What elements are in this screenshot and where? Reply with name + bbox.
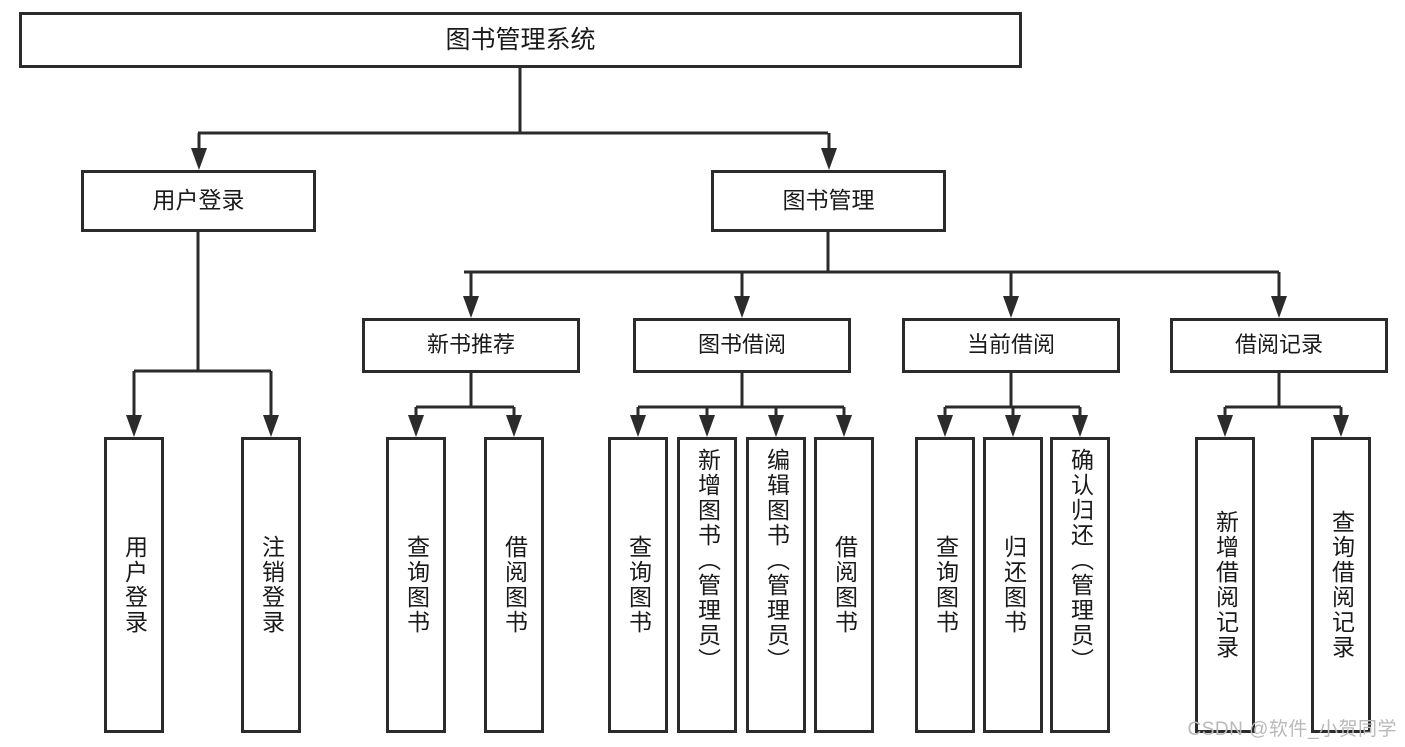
node-user-login[interactable]: 用户登录 — [81, 170, 316, 232]
node-leaf-edit-book-admin[interactable]: 编辑图书（管理员） — [746, 437, 806, 733]
node-leaf-query-book-2[interactable]: 查询图书 — [608, 437, 668, 733]
node-root[interactable]: 图书管理系统 — [19, 12, 1022, 68]
node-leaf-borrow-book-1[interactable]: 借阅图书 — [484, 437, 544, 733]
conn-userlogin-to-leaves-arrow-leaf-user-logout — [263, 415, 279, 437]
conn-userlogin-to-leaves-arrow-leaf-user-login — [126, 415, 142, 437]
node-leaf-query-book-3[interactable]: 查询图书 — [915, 437, 975, 733]
node-book-borrow[interactable]: 图书借阅 — [633, 318, 851, 373]
node-leaf-user-logout[interactable]: 注销登录 — [241, 437, 301, 733]
node-label-leaf-query-book-2: 查询图书 — [625, 535, 652, 635]
conn-bookmgmt-to-level2-arrow-borrow-record — [1271, 296, 1287, 318]
node-label-leaf-query-borrow-record: 查询借阅记录 — [1328, 510, 1355, 660]
conn-current-to-leaves-arrow-leaf-return-book — [1005, 415, 1021, 437]
node-label-root: 图书管理系统 — [445, 26, 596, 54]
node-borrow-record[interactable]: 借阅记录 — [1170, 318, 1388, 373]
node-label-leaf-add-book-admin: 新增图书（管理员） — [694, 448, 721, 673]
node-leaf-query-borrow-record[interactable]: 查询借阅记录 — [1311, 437, 1371, 733]
conn-recommend-to-leaves-arrow-leaf-borrow-book-1 — [506, 415, 522, 437]
conn-current-to-leaves-arrow-leaf-query-book-3 — [937, 415, 953, 437]
node-leaf-add-borrow-record[interactable]: 新增借阅记录 — [1195, 437, 1255, 733]
node-leaf-confirm-return-admin[interactable]: 确认归还（管理员） — [1050, 437, 1110, 733]
conn-root-to-level1-arrow-book-management — [821, 148, 837, 170]
watermark-label: CSDN @软件_小贺同学 — [1187, 719, 1397, 740]
node-new-book-recommend[interactable]: 新书推荐 — [362, 318, 580, 373]
conn-record-to-leaves-arrow-leaf-add-borrow-record — [1217, 415, 1233, 437]
node-label-leaf-add-borrow-record: 新增借阅记录 — [1212, 510, 1239, 660]
conn-current-to-leaves-arrow-leaf-confirm-return-admin — [1072, 415, 1088, 437]
node-leaf-return-book[interactable]: 归还图书 — [983, 437, 1043, 733]
conn-recommend-to-leaves-arrow-leaf-query-book-1 — [408, 415, 424, 437]
node-leaf-user-login[interactable]: 用户登录 — [104, 437, 164, 733]
node-label-leaf-borrow-book-1: 借阅图书 — [501, 535, 528, 635]
node-leaf-borrow-book-2[interactable]: 借阅图书 — [814, 437, 874, 733]
node-label-book-management: 图书管理 — [782, 187, 875, 214]
conn-record-to-leaves-arrow-leaf-query-borrow-record — [1333, 415, 1349, 437]
node-leaf-add-book-admin[interactable]: 新增图书（管理员） — [677, 437, 737, 733]
node-label-leaf-borrow-book-2: 借阅图书 — [831, 535, 858, 635]
conn-root-to-level1-arrow-user-login — [191, 148, 207, 170]
node-book-management[interactable]: 图书管理 — [711, 170, 946, 232]
conn-borrow-to-leaves-arrow-leaf-edit-book-admin — [768, 415, 784, 437]
node-label-leaf-query-book-3: 查询图书 — [932, 535, 959, 635]
node-label-leaf-edit-book-admin: 编辑图书（管理员） — [763, 448, 790, 673]
node-label-book-borrow: 图书借阅 — [697, 332, 786, 358]
node-label-current-borrow: 当前借阅 — [966, 332, 1055, 358]
node-leaf-query-book-1[interactable]: 查询图书 — [386, 437, 446, 733]
conn-borrow-to-leaves-arrow-leaf-add-book-admin — [699, 415, 715, 437]
node-label-new-book-recommend: 新书推荐 — [426, 332, 515, 358]
node-label-leaf-return-book: 归还图书 — [1000, 535, 1027, 635]
conn-borrow-to-leaves-arrow-leaf-borrow-book-2 — [836, 415, 852, 437]
node-label-leaf-confirm-return-admin: 确认归还（管理员） — [1067, 448, 1094, 673]
node-label-leaf-user-login: 用户登录 — [121, 535, 148, 635]
node-label-user-login: 用户登录 — [152, 187, 245, 214]
conn-borrow-to-leaves-arrow-leaf-query-book-2 — [630, 415, 646, 437]
node-label-leaf-query-book-1: 查询图书 — [403, 535, 430, 635]
conn-bookmgmt-to-level2-arrow-current-borrow — [1003, 296, 1019, 318]
node-current-borrow[interactable]: 当前借阅 — [902, 318, 1120, 373]
conn-bookmgmt-to-level2-arrow-book-borrow — [734, 296, 750, 318]
conn-bookmgmt-to-level2-arrow-new-book-recommend — [463, 296, 479, 318]
node-label-leaf-user-logout: 注销登录 — [258, 535, 285, 635]
node-label-borrow-record: 借阅记录 — [1234, 332, 1323, 358]
